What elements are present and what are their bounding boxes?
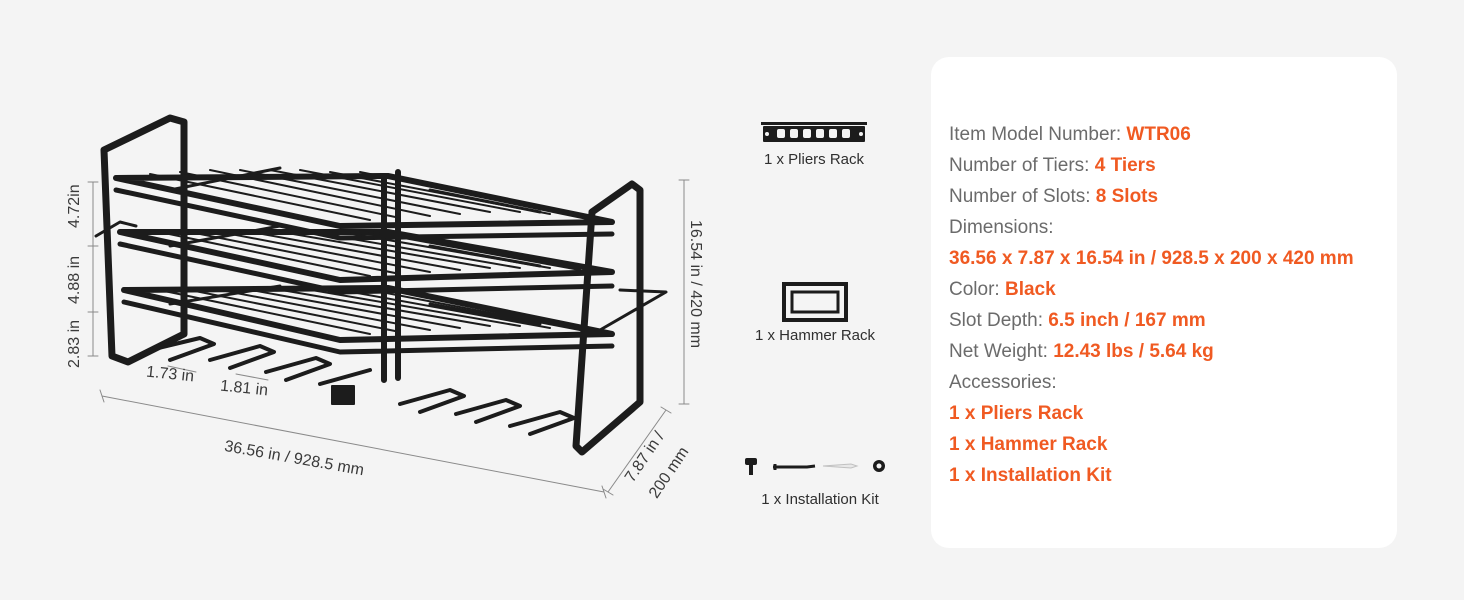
bottom-shelf [121, 284, 615, 355]
dim-line-slot-a [167, 365, 197, 373]
spec-slots: Number of Slots: 8 Slots [949, 186, 1159, 207]
installation-kit-icon [745, 458, 885, 475]
spec-tiers: Number of Tiers: 4 Tiers [949, 155, 1156, 176]
spec-dimensions-label: Dimensions: [949, 217, 1054, 238]
color-value: Black [1004, 279, 1056, 300]
left-frame [100, 114, 188, 366]
middle-shelf [117, 224, 615, 295]
spec-accessory-item: 1 x Installation Kit [949, 465, 1112, 486]
tool-rack-illustration [87, 114, 690, 499]
product-diagram: 4.72in 4.88 in 2.83 in 16.54 in / 420 mm… [66, 114, 704, 502]
spec-accessory-item: 1 x Pliers Rack [949, 403, 1084, 424]
dim-line-tiers [87, 181, 99, 357]
pliers-rack-label: 1 x Pliers Rack [763, 151, 865, 168]
spec-color: Color: Black [949, 279, 1056, 300]
dim-line-height [678, 179, 690, 405]
side-hook-right [598, 288, 668, 332]
spec-card: Item Model Number: WTR06 Number of Tiers… [931, 57, 1397, 548]
hammer-rack-icon [782, 282, 848, 322]
accessory-installation-kit: 1 x Installation Kit [744, 454, 896, 508]
installation-kit-label: 1 x Installation Kit [761, 491, 879, 508]
spec-slot-depth: Slot Depth: 6.5 inch / 167 mm [949, 310, 1206, 331]
spec-model: Item Model Number: WTR06 [949, 124, 1191, 145]
tiers-value: 4 Tiers [1094, 155, 1156, 176]
weight-value: 12.43 lbs / 5.64 kg [1053, 341, 1214, 362]
tier-mid-dimension: 4.88 in [66, 255, 83, 304]
side-hook-left [94, 220, 138, 238]
slots-value: 8 Slots [1095, 186, 1159, 207]
accessory-hammer-rack: 1 x Hammer Rack [748, 282, 882, 344]
spec-accessory-item: 1 x Hammer Rack [949, 434, 1108, 455]
pliers-rack-icon [761, 122, 867, 142]
slot-depth-value: 6.5 inch / 167 mm [1048, 310, 1206, 331]
hammer-rack-label: 1 x Hammer Rack [754, 327, 876, 344]
tier-bottom-dimension: 2.83 in [66, 319, 83, 368]
accessory-pliers-rack: 1 x Pliers Rack [752, 120, 876, 168]
height-dimension: 16.54 in / 420 mm [687, 220, 704, 349]
spec-weight: Net Weight: 12.43 lbs / 5.64 kg [949, 341, 1214, 362]
model-value: WTR06 [1126, 124, 1191, 145]
spec-dimensions-value: 36.56 x 7.87 x 16.54 in / 928.5 x 200 x … [949, 248, 1354, 269]
right-frame [572, 180, 644, 456]
spec-accessories-label: Accessories: [949, 372, 1057, 393]
dim-line-length [99, 389, 607, 499]
center-bracket [331, 385, 355, 405]
tier-top-dimension: 4.72in [66, 184, 83, 228]
dim-line-depth [602, 406, 672, 496]
tool-slots [148, 336, 576, 436]
top-shelf [113, 166, 615, 241]
dim-line-slot-b [235, 373, 269, 381]
